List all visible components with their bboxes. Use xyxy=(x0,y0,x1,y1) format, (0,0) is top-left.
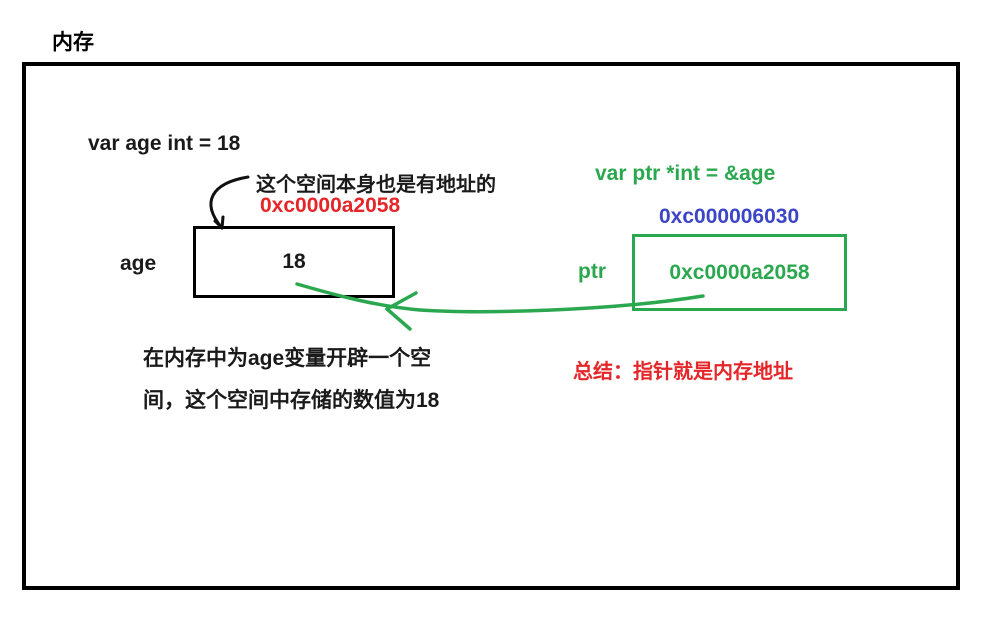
ptr-memory-cell: 0xc0000a2058 xyxy=(632,234,847,311)
age-value: 18 xyxy=(282,250,306,273)
caption-line-1: 在内存中为age变量开辟一个空 xyxy=(143,347,432,370)
page-title: 内存 xyxy=(52,31,94,54)
ptr-declaration-text: var ptr *int = &age xyxy=(595,162,776,185)
memory-frame xyxy=(22,62,960,590)
ptr-variable-label: ptr xyxy=(578,260,606,283)
caption-line-2: 间，这个空间中存储的数值为18 xyxy=(143,389,440,412)
ptr-value: 0xc0000a2058 xyxy=(669,260,810,284)
summary-text: 总结：指针就是内存地址 xyxy=(573,361,793,383)
age-memory-cell: 18 xyxy=(193,226,395,298)
annotation-address: 0xc0000a2058 xyxy=(260,194,401,217)
ptr-box-own-address: 0xc000006030 xyxy=(659,205,800,228)
annotation-text: 这个空间本身也是有地址的 xyxy=(256,174,496,196)
age-variable-label: age xyxy=(120,252,157,275)
age-declaration-text: var age int = 18 xyxy=(88,132,241,155)
caption-text: 在内存中为age变量开辟一个空 间，这个空间中存储的数值为18 xyxy=(143,338,439,422)
